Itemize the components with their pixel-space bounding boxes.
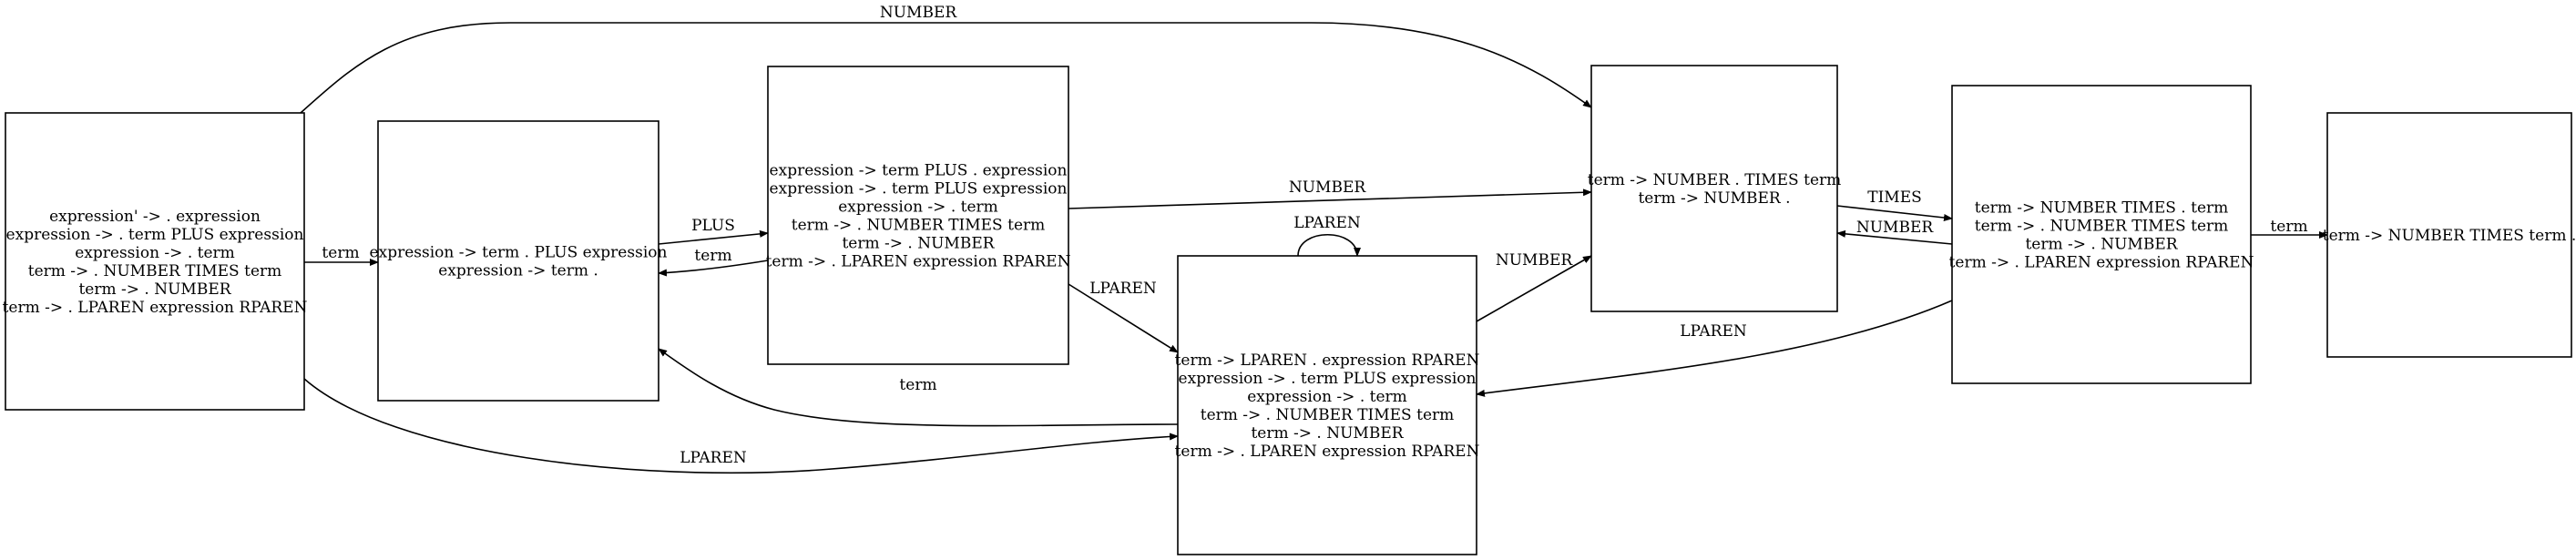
transition-arrow-s2-s3 [1068, 283, 1179, 353]
state-box-s0 [5, 112, 305, 411]
state-box-s4 [1590, 65, 1838, 312]
state-s1-item-0: expression -> term . PLUS expression [370, 244, 668, 262]
transition-label-s5-s4: NUMBER [1856, 219, 1935, 237]
transition-arrow-s0-s4 [300, 22, 1592, 114]
transition-label-s0-s3: LPAREN [680, 449, 747, 467]
transition-s5-s3: LPAREN [1476, 300, 1953, 397]
transition-label-s5-s6: term [2270, 218, 2307, 236]
state-s2-item-4: term -> . NUMBER [842, 235, 995, 253]
transition-label-s3-s3: LPAREN [1293, 214, 1361, 232]
transition-s5-s4: NUMBER [1836, 219, 1953, 245]
state-box-s6 [2326, 112, 2572, 358]
transition-arrow-s2-s1 [658, 260, 769, 277]
state-s0-item-4: term -> . NUMBER [78, 280, 231, 299]
transition-s2-s1: term [658, 247, 769, 277]
transition-label-s4-s5: TIMES [1867, 188, 1922, 207]
transition-s3-s4: NUMBER [1476, 251, 1592, 322]
state-s0-item-2: expression -> . term [75, 244, 235, 262]
transition-s0-s4: NUMBER [300, 4, 1592, 114]
transition-s2-s3: LPAREN [1068, 280, 1179, 353]
state-s2-item-0: expression -> term PLUS . expression [770, 162, 1068, 180]
state-s2-item-3: term -> . NUMBER TIMES term [792, 217, 1046, 235]
transition-arrow-s0-s3 [303, 378, 1179, 474]
state-s5-item-0: term -> NUMBER TIMES . term [1975, 199, 2229, 218]
state-s2: expression -> term PLUS . expressionexpr… [766, 66, 1071, 365]
state-s0-item-1: expression -> . term PLUS expression [6, 226, 304, 244]
state-s3: term -> LPAREN . expression RPARENexpres… [1175, 255, 1480, 555]
state-s6-item-0: term -> NUMBER TIMES term . [2323, 227, 2576, 245]
state-s3-item-2: expression -> . term [1247, 388, 1407, 406]
transition-arrow-s5-s4 [1836, 229, 1953, 245]
transition-s4-s5: TIMES [1836, 188, 1953, 221]
state-s3-item-5: term -> . LPAREN expression RPAREN [1175, 443, 1480, 461]
transition-s2-s4: NUMBER [1068, 178, 1592, 209]
state-box-s3 [1177, 255, 1477, 555]
transition-s3-s3: LPAREN [1293, 214, 1361, 257]
transition-label-s5-s3: LPAREN [1680, 322, 1747, 341]
transition-s1-s2: PLUS [658, 217, 769, 245]
transition-label-s2-s4: NUMBER [1289, 178, 1367, 197]
state-s2-item-1: expression -> . term PLUS expression [770, 180, 1068, 199]
state-s0-item-3: term -> . NUMBER TIMES term [28, 262, 282, 280]
state-s3-item-4: term -> . NUMBER [1251, 424, 1404, 443]
transition-label-s0-s4: NUMBER [880, 4, 958, 22]
transition-label-s2-s1: term [694, 247, 731, 265]
state-s5-item-1: term -> . NUMBER TIMES term [1975, 218, 2229, 236]
state-s6: term -> NUMBER TIMES term . [2323, 112, 2576, 358]
transition-arrow-s2-s4 [1068, 188, 1592, 209]
transitions-layer: NUMBERtermLPARENPLUStermNUMBERLPARENLPAR… [300, 4, 2328, 474]
state-s4-item-1: term -> NUMBER . [1638, 189, 1790, 208]
transition-arrow-s3-s1 [658, 348, 1179, 427]
transition-s0-s1: term [304, 244, 379, 266]
transition-arrow-s4-s5 [1836, 205, 1953, 221]
state-box-s5 [1951, 85, 2252, 384]
transition-s3-s1: term [658, 348, 1179, 427]
state-s3-item-3: term -> . NUMBER TIMES term [1201, 406, 1455, 424]
transition-label-s3-s1: term [899, 376, 936, 394]
state-s5-item-2: term -> . NUMBER [2025, 236, 2178, 254]
state-s1-item-1: expression -> term . [438, 262, 598, 280]
transition-arrow-s1-s2 [658, 229, 769, 245]
transition-label-s3-s4: NUMBER [1496, 251, 1574, 270]
state-s4-item-0: term -> NUMBER . TIMES term [1588, 171, 1842, 189]
state-s1: expression -> term . PLUS expressionexpr… [370, 120, 668, 402]
transition-arrow-s5-s3 [1476, 300, 1953, 397]
transition-label-s0-s1: term [322, 244, 359, 262]
transition-s0-s3: LPAREN [303, 378, 1179, 474]
transition-label-s1-s2: PLUS [691, 217, 735, 235]
state-s2-item-5: term -> . LPAREN expression RPAREN [766, 253, 1071, 271]
state-box-s2 [767, 66, 1069, 365]
state-s3-item-1: expression -> . term PLUS expression [1179, 370, 1477, 388]
state-s2-item-2: expression -> . term [838, 199, 998, 217]
transition-arrow-s3-s3 [1297, 233, 1361, 257]
transition-arrow-s3-s4 [1476, 255, 1592, 322]
transition-s5-s6: term [2251, 218, 2328, 239]
state-s5-item-3: term -> . LPAREN expression RPAREN [1949, 254, 2254, 272]
state-s3-item-0: term -> LPAREN . expression RPAREN [1175, 351, 1480, 370]
state-s0-item-5: term -> . LPAREN expression RPAREN [3, 299, 308, 317]
state-box-s1 [377, 120, 659, 402]
transition-label-s2-s3: LPAREN [1089, 280, 1157, 298]
state-s0-item-0: expression' -> . expression [49, 208, 261, 226]
